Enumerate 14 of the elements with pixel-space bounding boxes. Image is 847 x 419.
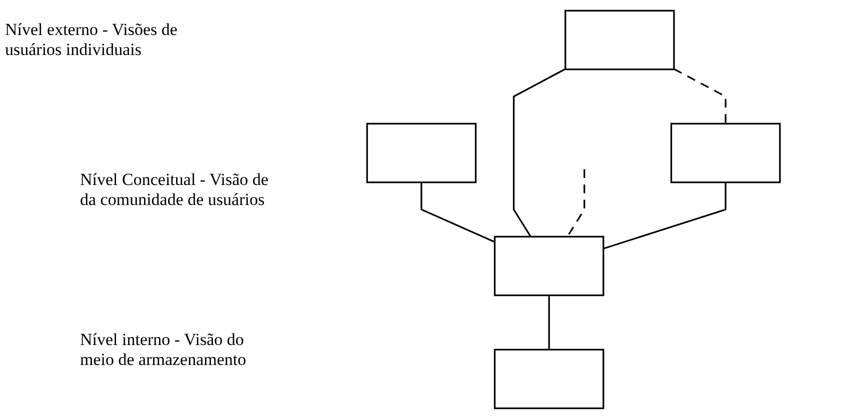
connector-line: [420, 182, 496, 243]
connector-line: [674, 68, 726, 124]
level-box: [494, 236, 604, 296]
level-note: Nível externo - Visões de usuários individuais: [5, 20, 178, 60]
level-box: [564, 10, 675, 70]
connector-line: [603, 182, 726, 250]
connector-line: [566, 169, 586, 238]
level-note: Nível interno - Visão do meio de armazenamento: [80, 330, 248, 370]
level-box: [366, 122, 477, 184]
level-box: [494, 348, 604, 410]
level-note: Nível Conceitual - Visão de da comunidade de usuários: [80, 170, 270, 210]
connector-line: [548, 295, 550, 350]
connector-line: [512, 68, 566, 238]
level-box: [670, 122, 781, 184]
